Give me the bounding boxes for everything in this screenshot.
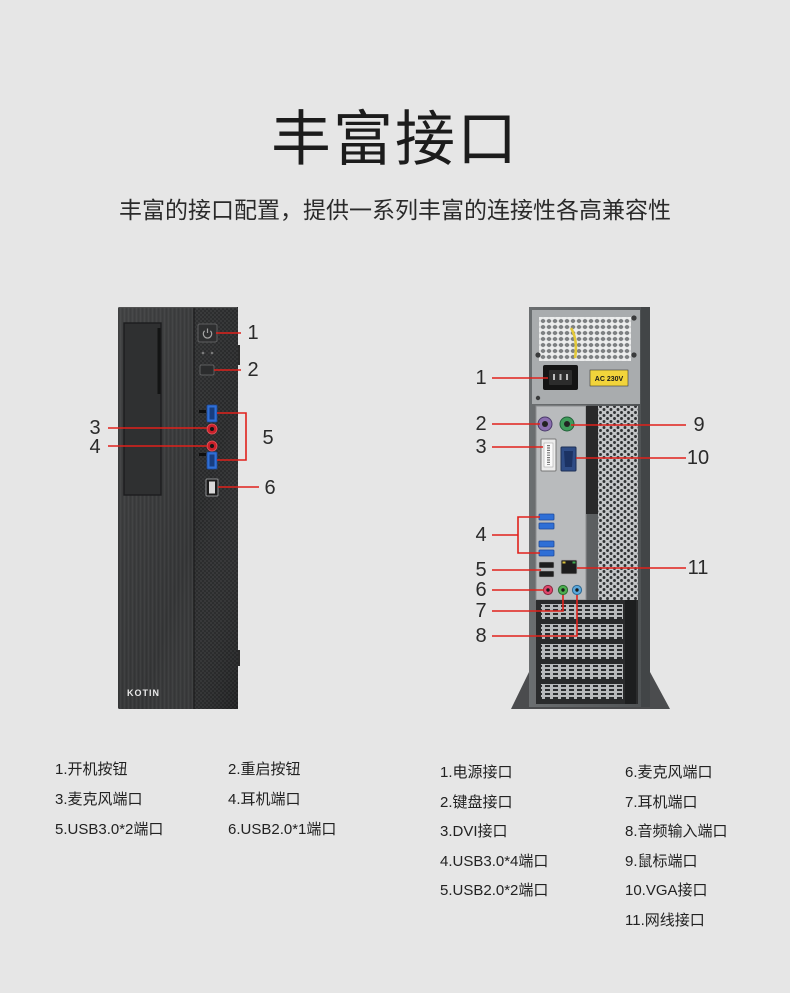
- ps2-mouse-port-hole: [564, 421, 570, 427]
- vga-port-inner: [564, 451, 573, 467]
- psu-grill: [539, 317, 631, 361]
- expansion-slot-cover-4: [541, 664, 623, 679]
- rear-callout-10: 10: [686, 447, 710, 469]
- rear-callout-11: 11: [687, 557, 709, 579]
- front-legend-item: 3.麦克风端口: [55, 791, 143, 808]
- mic-jack-rear-hole: [546, 588, 550, 592]
- front-legend-item: 2.重启按钮: [228, 761, 301, 778]
- voltage-label: [589, 369, 629, 387]
- front-callout-1: 1: [247, 322, 259, 344]
- rear-callout-7: 7: [475, 600, 487, 622]
- front-callout-6: 6: [264, 477, 276, 499]
- usb2-port-front-tongue: [209, 481, 215, 494]
- rear-callout-9: 9: [693, 414, 705, 436]
- power-socket-pin-2: [559, 374, 562, 380]
- rear-callout-8: 8: [475, 625, 487, 647]
- front-legend-item: 4.耳机端口: [228, 791, 301, 808]
- usb2-port-rear-1: [538, 561, 555, 569]
- headphone-jack-rear-hole: [561, 588, 565, 592]
- optical-drive-slot: [157, 328, 161, 394]
- usb3-port-front-1-tongue: [209, 407, 215, 420]
- rear-vent: [598, 406, 638, 600]
- front-side-latch-top: [237, 345, 240, 365]
- rear-callout-line-7: [492, 595, 564, 612]
- rear-legend-item: 1.电源接口: [440, 764, 513, 781]
- rear-legend-item: 2.键盘接口: [440, 793, 513, 811]
- front-callout-4: 4: [89, 436, 101, 458]
- page-subtitle: 丰富的接口配置，提供一系列丰富的连接性各高兼容性: [119, 197, 671, 223]
- front-callout-5: 5: [262, 427, 274, 449]
- psu-screw-2: [631, 352, 637, 358]
- expansion-rail: [625, 600, 636, 704]
- front-legend-column-1: 1.开机按钮 3.麦克风端口 5.USB3.0*2端口: [55, 755, 163, 845]
- voltage-label-text: AC 230V: [595, 376, 624, 383]
- tf-card-slot: [199, 453, 206, 456]
- lan-port-led-right: [572, 561, 576, 564]
- ps2-keyboard-port-hole: [542, 421, 548, 427]
- front-legend-item: 5.USB3.0*2端口: [55, 821, 164, 838]
- rear-callout-line-8: [492, 595, 578, 637]
- lan-port-led-left: [562, 561, 566, 564]
- io-divider: [586, 406, 598, 514]
- front-callout-3: 3: [89, 417, 101, 439]
- headphone-jack-front-hole: [210, 444, 214, 448]
- usb3-port-front-2-tongue: [209, 454, 215, 467]
- rear-tower: AC 230V: [511, 307, 670, 709]
- rear-legend-item: 9.鼠标端口: [625, 852, 698, 870]
- power-socket-pin-3: [566, 374, 568, 380]
- usb3-port-rear-3: [538, 540, 555, 548]
- rear-side-edge: [641, 307, 650, 707]
- front-callout-bracket-5: [217, 412, 247, 461]
- line-in-jack-rear-hole: [575, 588, 579, 592]
- front-callout-2: 2: [247, 359, 259, 381]
- power-socket-pin-1: [553, 374, 555, 380]
- usb2-port-rear-2: [538, 570, 555, 578]
- front-legend-column-2: 2.重启按钮 4.耳机端口 6.USB2.0*1端口: [228, 755, 336, 845]
- rear-callout-3: 3: [475, 436, 487, 458]
- rear-legend-column-1: 1.电源接口 2.键盘接口 3.DVI接口 4.USB3.0*4端口 5.USB…: [440, 758, 548, 906]
- front-legend-item: 1.开机按钮: [55, 761, 128, 778]
- rear-legend-item: 7.耳机端口: [625, 793, 698, 811]
- rear-legend-item: 8.音频输入端口: [625, 823, 728, 841]
- rear-legend-item: 6.麦克风端口: [625, 764, 713, 781]
- reset-button: [199, 364, 215, 376]
- power-icon: [202, 328, 213, 339]
- psu-screw-3: [631, 315, 637, 321]
- usb3-port-rear-4: [538, 549, 555, 557]
- power-led: [201, 351, 205, 355]
- rear-callout-6: 6: [475, 579, 487, 601]
- front-callout-lines: [108, 332, 259, 488]
- rear-callout-5: 5: [475, 559, 487, 581]
- hdd-led: [210, 351, 214, 355]
- psu-screw-1: [535, 352, 541, 358]
- usb3-port-rear-1: [538, 513, 555, 521]
- rear-legend-item: 4.USB3.0*4端口: [440, 852, 549, 870]
- rear-legend-item: 10.VGA接口: [625, 882, 708, 900]
- expansion-slot-cover-5: [541, 684, 623, 699]
- front-side-latch-bottom: [237, 650, 240, 666]
- front-tower: KOTIN: [118, 307, 240, 709]
- rear-legend-column-2: 6.麦克风端口 7.耳机端口 8.音频输入端口 9.鼠标端口 10.VGA接口 …: [625, 758, 728, 936]
- rear-legend-item: 3.DVI接口: [440, 823, 508, 841]
- rear-legend-item: 11.网线接口: [625, 911, 705, 929]
- brand-logo: KOTIN: [127, 688, 160, 698]
- rear-callout-4: 4: [475, 524, 487, 546]
- mic-jack-front-hole: [210, 427, 214, 431]
- rear-callout-2: 2: [475, 413, 487, 435]
- psu-screw-4: [535, 395, 541, 401]
- expansion-slot-cover-3: [541, 644, 623, 659]
- rear-callout-lines: [492, 377, 686, 637]
- optical-drive-bay: [123, 322, 162, 496]
- psu-cable: [569, 327, 578, 359]
- usb3-port-rear-2: [538, 522, 555, 530]
- expansion-slot-cover-1: [541, 604, 623, 619]
- page-title: 丰富接口: [271, 106, 519, 173]
- rear-callout-bracket-4: [492, 516, 540, 554]
- rear-legend-item: 5.USB2.0*2端口: [440, 882, 549, 900]
- rear-callout-1: 1: [475, 367, 487, 389]
- front-legend-item: 6.USB2.0*1端口: [228, 821, 337, 838]
- sd-card-slot: [199, 410, 206, 413]
